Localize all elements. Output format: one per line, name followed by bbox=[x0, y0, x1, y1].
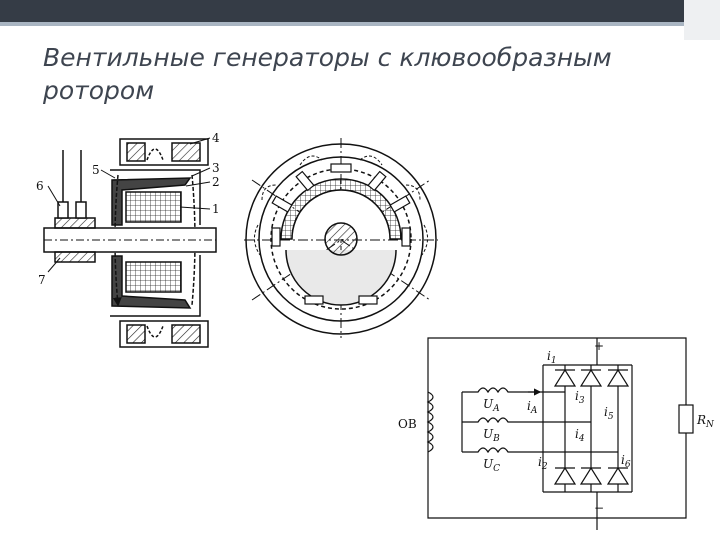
end-view bbox=[244, 138, 438, 338]
phase-current-label: iA bbox=[527, 399, 538, 416]
callout-7: 7 bbox=[38, 273, 46, 287]
phase-c-label: UC bbox=[483, 457, 500, 474]
flux-loops bbox=[254, 155, 428, 256]
top-decor-bar bbox=[0, 0, 720, 22]
current-i3-label: i3 bbox=[575, 389, 585, 406]
stator-outer-ring bbox=[245, 143, 437, 335]
stator-inner-ring bbox=[258, 156, 424, 322]
stator-coil-bottom bbox=[119, 320, 209, 348]
stator-frame-top bbox=[110, 169, 201, 225]
rectifier-circuit bbox=[426, 337, 694, 530]
lower-diodes bbox=[553, 466, 630, 485]
plus-label: + bbox=[594, 339, 604, 353]
phase-a-label: UA bbox=[483, 397, 500, 414]
load-resistor bbox=[678, 404, 694, 434]
current-i6-label: i6 bbox=[621, 453, 631, 470]
winding-label: ОВ bbox=[398, 417, 417, 431]
current-i2-label: i2 bbox=[538, 455, 548, 472]
phase-windings bbox=[461, 387, 618, 454]
slip-rings-top bbox=[54, 217, 96, 229]
callout-2: 2 bbox=[212, 175, 220, 189]
flux-line-right bbox=[191, 174, 196, 306]
callout-6: 6 bbox=[36, 179, 44, 193]
circuit-labels: ОВ + − RN UA UB UC iA i1 i3 i5 i4 i2 i6 bbox=[398, 339, 715, 515]
excitation-winding-top bbox=[125, 191, 182, 223]
flux-line-left bbox=[112, 174, 122, 307]
sectional-view bbox=[43, 137, 217, 348]
callout-4: 4 bbox=[212, 131, 220, 145]
current-i1-label: i1 bbox=[547, 349, 557, 366]
top-accent-line bbox=[0, 22, 720, 26]
field-winding bbox=[426, 391, 434, 453]
slip-rings-bottom bbox=[54, 251, 96, 263]
stator-slots bbox=[271, 163, 411, 305]
corner-decor bbox=[684, 0, 720, 40]
rotor-lower bbox=[285, 249, 397, 306]
minus-label: − bbox=[594, 501, 604, 515]
callout-1: 1 bbox=[212, 202, 220, 216]
brush-2 bbox=[75, 201, 87, 219]
phase-b-label: UB bbox=[483, 427, 500, 444]
current-i5-label: i5 bbox=[604, 405, 614, 422]
excitation-winding-bottom bbox=[125, 261, 182, 293]
current-i4-label: i4 bbox=[575, 427, 585, 444]
sectional-callouts: 4 3 2 1 5 6 7 bbox=[36, 131, 220, 287]
circuit-frame bbox=[427, 337, 687, 519]
rotor-shaft-end bbox=[324, 222, 358, 256]
stator-frame-bottom bbox=[110, 255, 201, 317]
claw-pole-top bbox=[111, 177, 192, 226]
callout-3: 3 bbox=[212, 161, 220, 175]
callout-5: 5 bbox=[92, 163, 100, 177]
slide-title: Вентильные генераторы с клювообразным ро… bbox=[43, 43, 612, 105]
load-label: RN bbox=[696, 413, 715, 430]
upper-diodes bbox=[553, 368, 630, 387]
